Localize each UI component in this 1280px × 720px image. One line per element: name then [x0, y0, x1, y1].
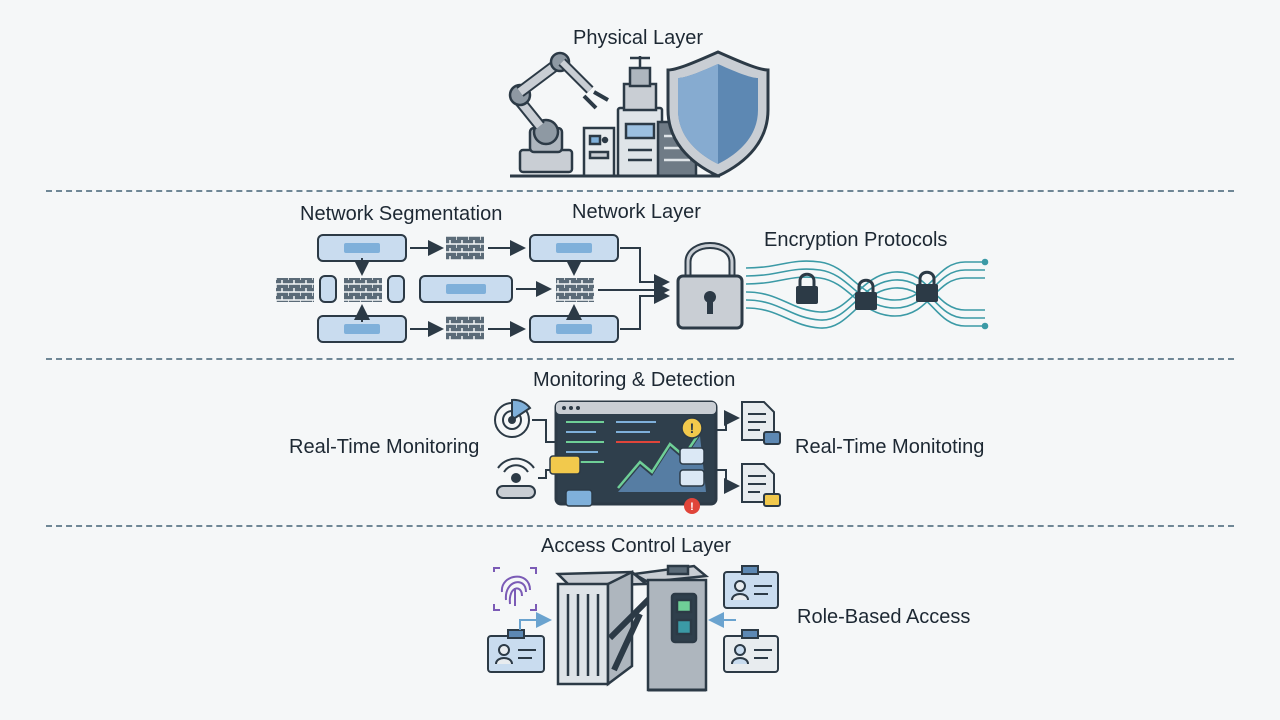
id-badge-icon: [487, 565, 779, 673]
network-arrows: [354, 240, 670, 337]
shield-icon: [666, 50, 770, 178]
physical-layer-title: Physical Layer: [573, 27, 704, 49]
svg-text:!: !: [690, 420, 695, 436]
monitoring-detection-title: Monitoring & Detection: [533, 369, 736, 391]
role-based-access-label: Role-Based Access: [797, 606, 971, 628]
small-padlock-icon: [796, 270, 938, 310]
section-divider-3: [46, 525, 1234, 527]
chat-bubble-icon: [549, 447, 705, 507]
encryption-protocols-label: Encryption Protocols: [764, 229, 948, 251]
industrial-machine-icon: [616, 56, 664, 178]
section-divider-1: [46, 190, 1234, 192]
section-divider-2: [46, 358, 1234, 360]
network-layer-title: Network Layer: [572, 201, 701, 223]
svg-text:!: !: [690, 501, 694, 513]
fingerprint-icon: [493, 567, 537, 611]
alert-icon: ! !: [681, 417, 703, 514]
turnstile-icon: [555, 564, 710, 692]
robot-arm-icon: [508, 51, 609, 174]
firewall-icon: [276, 236, 594, 340]
real-time-monitoring-left-label: Real-Time Monitoring: [289, 436, 480, 458]
real-time-monitoring-right-label: Real-Time Monitoting: [795, 436, 985, 458]
access-arrows: [519, 612, 736, 630]
document-icon: [741, 401, 781, 507]
padlock-icon: [676, 242, 744, 330]
radar-icon: [494, 398, 532, 438]
network-segmentation-label: Network Segmentation: [300, 203, 503, 225]
monitor-connectors: [532, 410, 740, 494]
sensor-icon: [496, 457, 536, 499]
access-control-title: Access Control Layer: [541, 535, 732, 557]
control-panel-icon: [582, 126, 616, 178]
dashboard-icon: [554, 400, 718, 506]
network-node-icon: [317, 234, 619, 343]
